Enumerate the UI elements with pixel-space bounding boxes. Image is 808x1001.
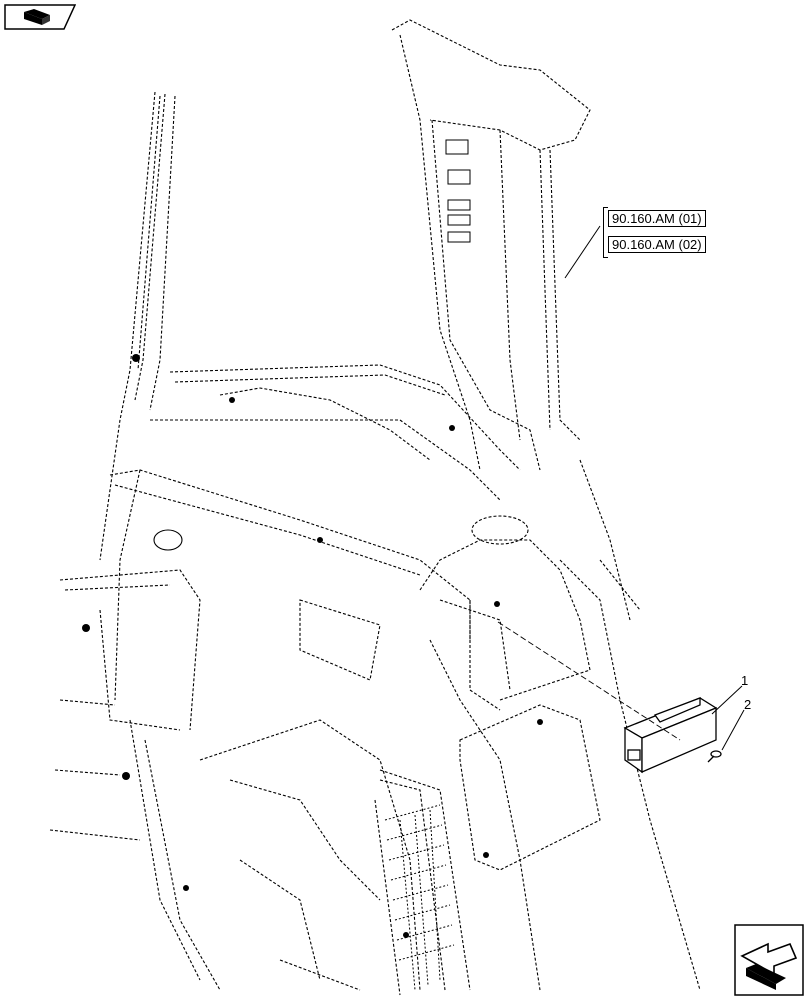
callout-2: 2 <box>744 697 752 712</box>
callout-1: 1 <box>741 673 749 688</box>
reference-link-01[interactable]: 90.160.AM (01) <box>608 210 706 227</box>
reference-link-02[interactable]: 90.160.AM (02) <box>608 236 706 253</box>
reference-bracket <box>603 207 608 258</box>
next-page-arrow-icon[interactable] <box>734 924 804 996</box>
book-page-icon[interactable] <box>4 4 77 30</box>
